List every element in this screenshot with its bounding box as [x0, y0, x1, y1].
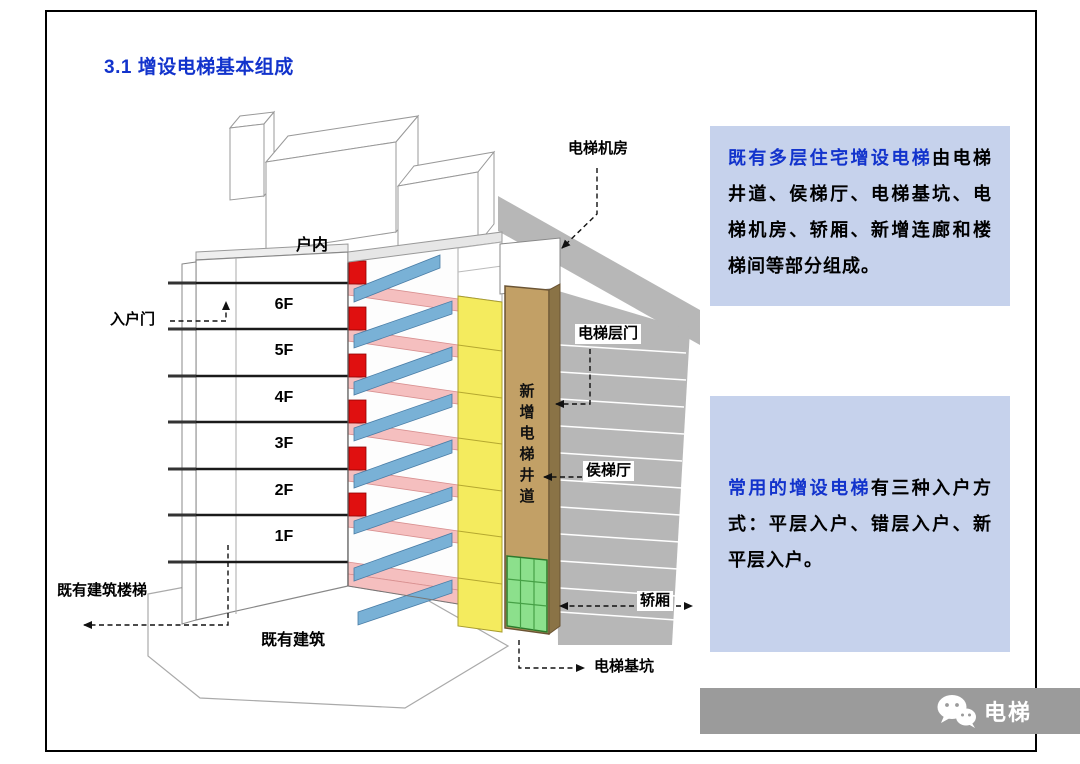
entry-doors — [348, 260, 367, 517]
rooftop-structures — [195, 110, 496, 261]
slide-border — [45, 10, 1037, 752]
car-label: 轿厢 — [637, 591, 674, 611]
existing-stairs-label: 既有建筑楼梯 — [57, 582, 148, 599]
info-box-entry-modes-body: 有三种入户方式：平层入户、错层入户、新平层入户。 — [728, 478, 993, 570]
annotation-lines — [83, 168, 693, 672]
existing-stairs-arrow — [83, 545, 229, 629]
pit-arrow — [518, 640, 585, 672]
existing-building-label: 既有建筑 — [261, 632, 326, 649]
info-box-entry-modes-text: 常用的增设电梯有三种入户方式：平层入户、错层入户、新平层入户。 — [728, 470, 992, 578]
info-box-composition-body: 由电梯井道、侯梯厅、电梯基坑、电梯机房、轿厢、新增连廊和楼梯间等部分组成。 — [728, 148, 993, 276]
indoor-label: 户内 — [296, 237, 329, 254]
pit-label: 电梯基坑 — [591, 657, 658, 677]
info-box-composition-text: 既有多层住宅增设电梯由电梯井道、侯梯厅、电梯基坑、电梯机房、轿厢、新增连廊和楼梯… — [728, 140, 992, 284]
info-box-entry-modes-highlight: 常用的增设电梯 — [728, 478, 871, 498]
entry-door-arrow — [170, 301, 230, 322]
roof-deck-band — [347, 231, 503, 303]
info-box-composition-highlight: 既有多层住宅增设电梯 — [728, 148, 933, 168]
info-box-entry-modes: 常用的增设电梯有三种入户方式：平层入户、错层入户、新平层入户。 — [710, 396, 1010, 652]
elevator-car — [506, 555, 548, 633]
info-box-composition: 既有多层住宅增设电梯由电梯井道、侯梯厅、电梯基坑、电梯机房、轿厢、新增连廊和楼梯… — [710, 126, 1010, 306]
watermark-band: 电梯 — [700, 688, 1080, 734]
floor-label-5f: 5F — [274, 342, 294, 359]
wechat-logo-icon — [937, 695, 976, 728]
landing-door-label: 电梯层门 — [575, 324, 642, 344]
slide-title: 3.1 增设电梯基本组成 — [104, 57, 294, 78]
landing-door-arrow — [555, 349, 591, 408]
floor-label-1f: 1F — [274, 528, 294, 545]
front-facade — [168, 251, 349, 625]
new-shaft-label: 新增电梯井道 — [519, 383, 535, 505]
machine-room-arrow — [561, 168, 598, 249]
machine-room — [499, 237, 561, 295]
floor-label-4f: 4F — [274, 389, 294, 406]
machine-room-label: 电梯机房 — [565, 139, 632, 159]
stair-cutaway — [347, 248, 459, 626]
new-corridor — [457, 295, 503, 633]
waiting-hall-label: 侯梯厅 — [583, 461, 635, 481]
floor-label-6f: 6F — [274, 296, 294, 313]
elevator-shaft — [504, 283, 561, 635]
entry-door-label: 入户门 — [110, 311, 156, 328]
floor-label-2f: 2F — [274, 482, 294, 499]
floor-label-3f: 3F — [274, 435, 294, 452]
watermark-brand: 电梯 — [983, 700, 1032, 725]
